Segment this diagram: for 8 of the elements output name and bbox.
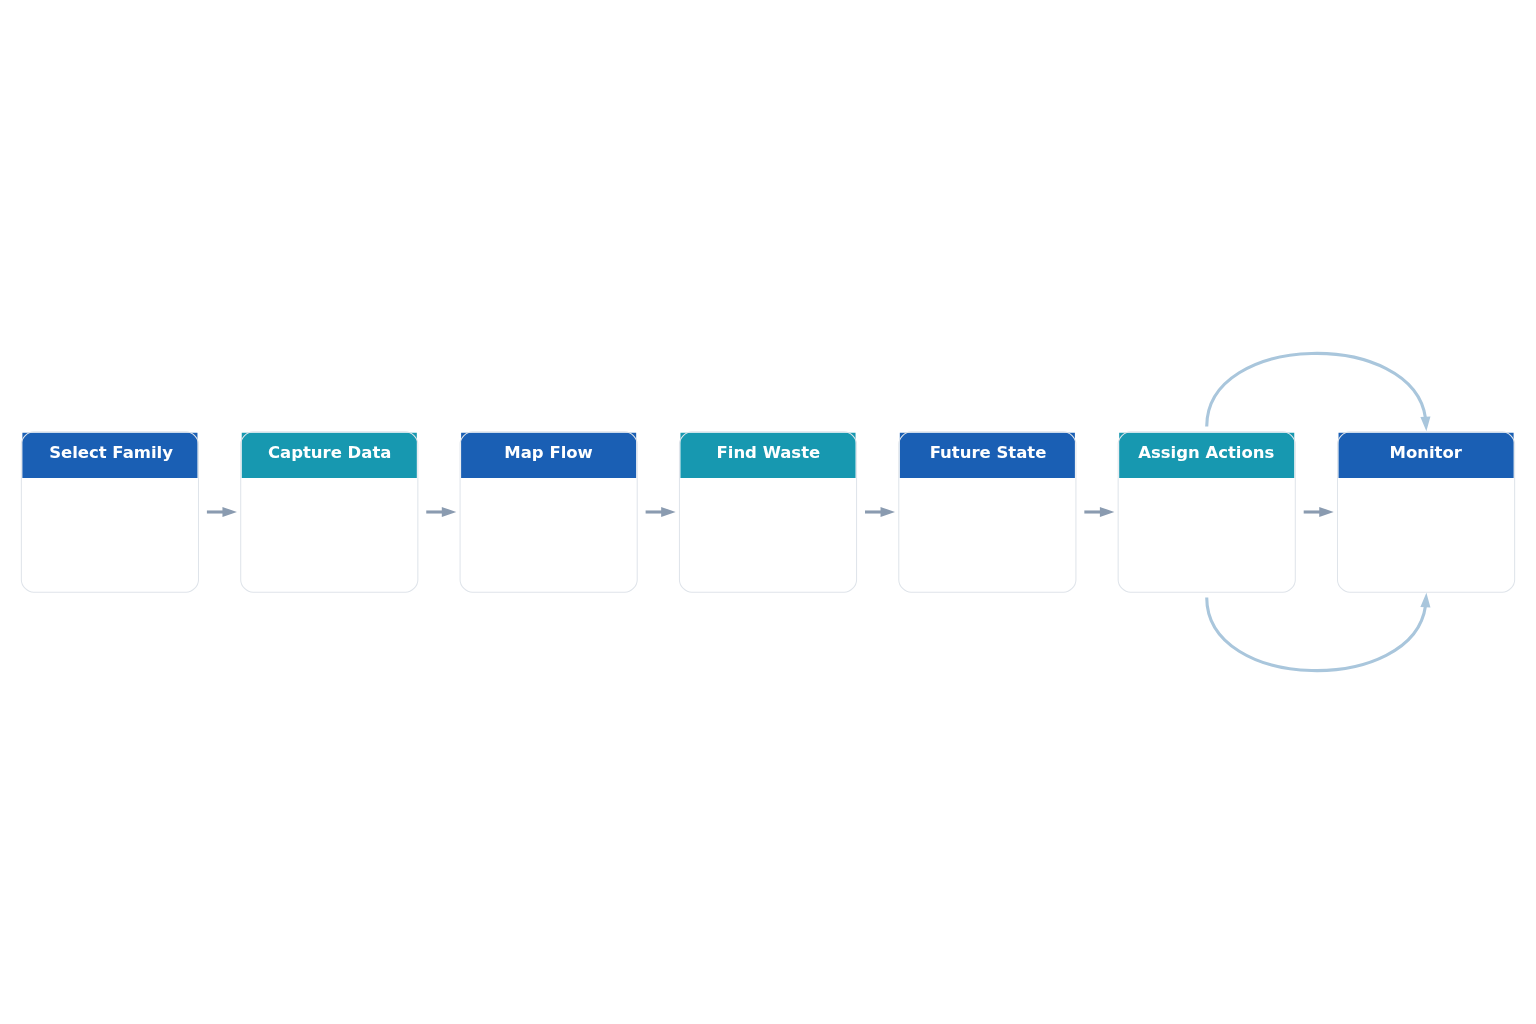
arrow [1084, 506, 1115, 518]
arrow [1205, 352, 1431, 432]
arrow [864, 506, 895, 518]
arrow [645, 506, 676, 518]
arrow [1205, 592, 1431, 672]
arrow [206, 506, 237, 518]
arrow [426, 506, 457, 518]
arrow [1303, 506, 1334, 518]
